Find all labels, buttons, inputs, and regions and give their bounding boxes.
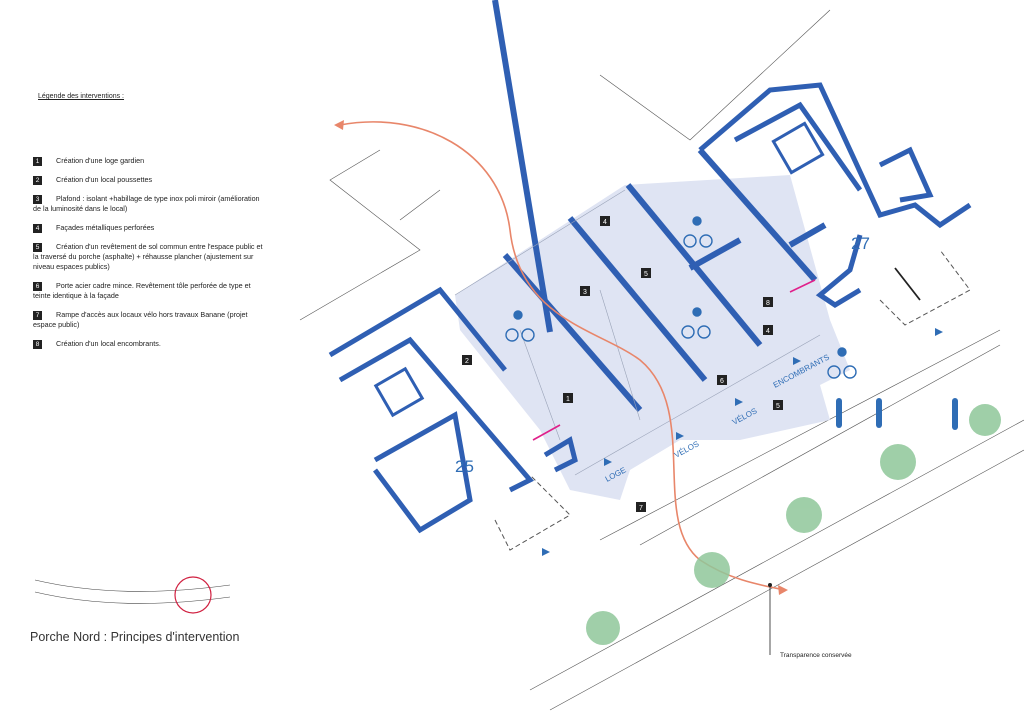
legend-number: 1 [33, 156, 42, 166]
tree-icons [586, 404, 1001, 645]
zone-label-velos: VÉLOS [673, 439, 701, 459]
annotation-transparence: Transparence conservée [780, 652, 852, 659]
legend-number: 7 [33, 310, 42, 320]
path-arrow-end-icon [778, 585, 788, 595]
legend-number: 2 [33, 175, 42, 185]
tag-2: 2 [465, 358, 469, 365]
tag-1: 1 [566, 396, 570, 403]
glass-facades [454, 189, 821, 476]
legend-number: 4 [33, 223, 42, 233]
context-lines [299, 9, 1024, 711]
tag-7: 7 [639, 505, 643, 512]
legend-number: 8 [33, 339, 42, 349]
porch-floor [455, 175, 850, 500]
building-27 [698, 82, 972, 308]
bicycle-icons [505, 216, 857, 379]
legend-number: 5 [33, 242, 42, 252]
key-map [34, 576, 231, 614]
legend-number: 3 [33, 194, 42, 204]
door-swing-arrows [532, 279, 816, 441]
tag-4: 4 [766, 328, 770, 335]
tag-5: 5 [644, 271, 648, 278]
tag-3: 3 [583, 289, 587, 296]
building-number-27: 27 [851, 234, 870, 253]
building-25 [328, 286, 578, 534]
legend-item-1: 1 Création d'une loge gardien [33, 156, 263, 166]
diagram-title: Porche Nord : Principes d'intervention [30, 630, 240, 644]
annotation-point [768, 583, 772, 587]
tag-6: 6 [720, 378, 724, 385]
legend-text: Rampe d'accès aux locaux vélo hors trava… [33, 310, 248, 329]
legend-text: Création d'une loge gardien [56, 156, 145, 165]
legend-title: Légende des interventions : [38, 93, 125, 100]
legend-item-8: 8 Création d'un local encombrants. [33, 339, 263, 349]
entrance-arrow [894, 267, 921, 301]
tag-4: 4 [603, 219, 607, 226]
legend-text: Création d'un local encombrants. [56, 339, 161, 348]
legend-number: 6 [33, 281, 42, 291]
tag-8: 8 [766, 300, 770, 307]
direction-markers [542, 328, 943, 556]
intervention-tags: 1 2 3 4 4 5 5 6 7 8 [462, 216, 783, 512]
legend-text: Création d'un local poussettes [56, 175, 153, 184]
path-arrow-start-icon [334, 120, 344, 130]
legend-text: Création d'un revêtement de sol commun e… [33, 242, 263, 271]
legend-text: Plafond : isolant +habillage de type ino… [33, 194, 260, 213]
pedestrian-icons [836, 398, 958, 430]
legend-item-2: 2 Création d'un local poussettes [33, 175, 263, 185]
legend-item-4: 4 Façades métalliques perforées [33, 223, 263, 233]
building-number-25: 25 [455, 457, 474, 476]
tag-5: 5 [776, 403, 780, 410]
legend-text: Porte acier cadre mince. Revêtement tôle… [33, 281, 251, 300]
legend-text: Façades métalliques perforées [56, 223, 155, 232]
entrance-dashed [494, 249, 971, 551]
porch-walls [492, 0, 827, 412]
